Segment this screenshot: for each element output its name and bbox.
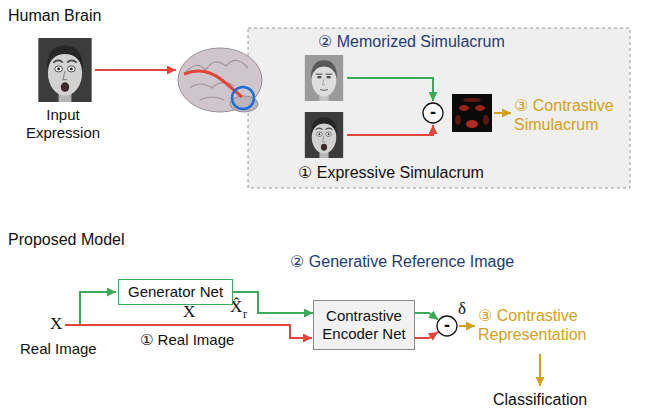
- process-box: Contrastive Encoder Net: [313, 300, 415, 350]
- contrastive-arrow: [494, 112, 511, 114]
- connector-arrow: [415, 313, 438, 320]
- brain-figure: [178, 48, 262, 112]
- connector-arrow: [415, 332, 438, 338]
- expressive-arrow: [347, 125, 433, 135]
- contrastive-image: [452, 94, 492, 132]
- section-title: Proposed Model: [8, 230, 125, 249]
- input-to-generator-wire: [80, 292, 116, 325]
- input-arrow: [95, 69, 176, 71]
- minus-operator: -: [422, 102, 444, 124]
- node-text: Contrastive Encoder Net: [320, 307, 408, 343]
- callout-label: ③ Contrastive Representation: [478, 306, 610, 344]
- memorized-arrow: [347, 78, 433, 101]
- node-text: Generator Net: [128, 283, 223, 301]
- input-caption: Input Expression: [21, 106, 105, 142]
- input-caption: Real Image: [20, 340, 97, 358]
- callout-label: ① Expressive Simulacrum: [298, 163, 484, 182]
- subscript: r: [243, 307, 247, 321]
- callout-label: ① Real Image: [140, 331, 234, 349]
- process-box: Generator Net: [118, 279, 233, 305]
- minus-operator: -: [436, 315, 458, 337]
- delta-arrow: [459, 325, 475, 327]
- input-face: [38, 38, 91, 102]
- callout-label: ② Generative Reference Image: [290, 252, 514, 271]
- memorized-face: [305, 55, 343, 101]
- section-title: Human Brain: [8, 6, 101, 25]
- variable-symbol: X: [50, 314, 62, 334]
- variable-symbol: X: [183, 302, 195, 322]
- node-text: -: [422, 102, 444, 122]
- classify-arrow: [539, 354, 541, 386]
- variable-symbol: δ: [458, 299, 466, 319]
- callout-label: ③ Contrastive Simulacrum: [514, 96, 626, 134]
- zoom-panel: [248, 28, 630, 188]
- callout-label: ② Memorized Simulacrum: [318, 32, 505, 51]
- output-caption: Classification: [493, 390, 587, 409]
- expressive-face: [305, 112, 343, 158]
- node-text: -: [436, 315, 458, 335]
